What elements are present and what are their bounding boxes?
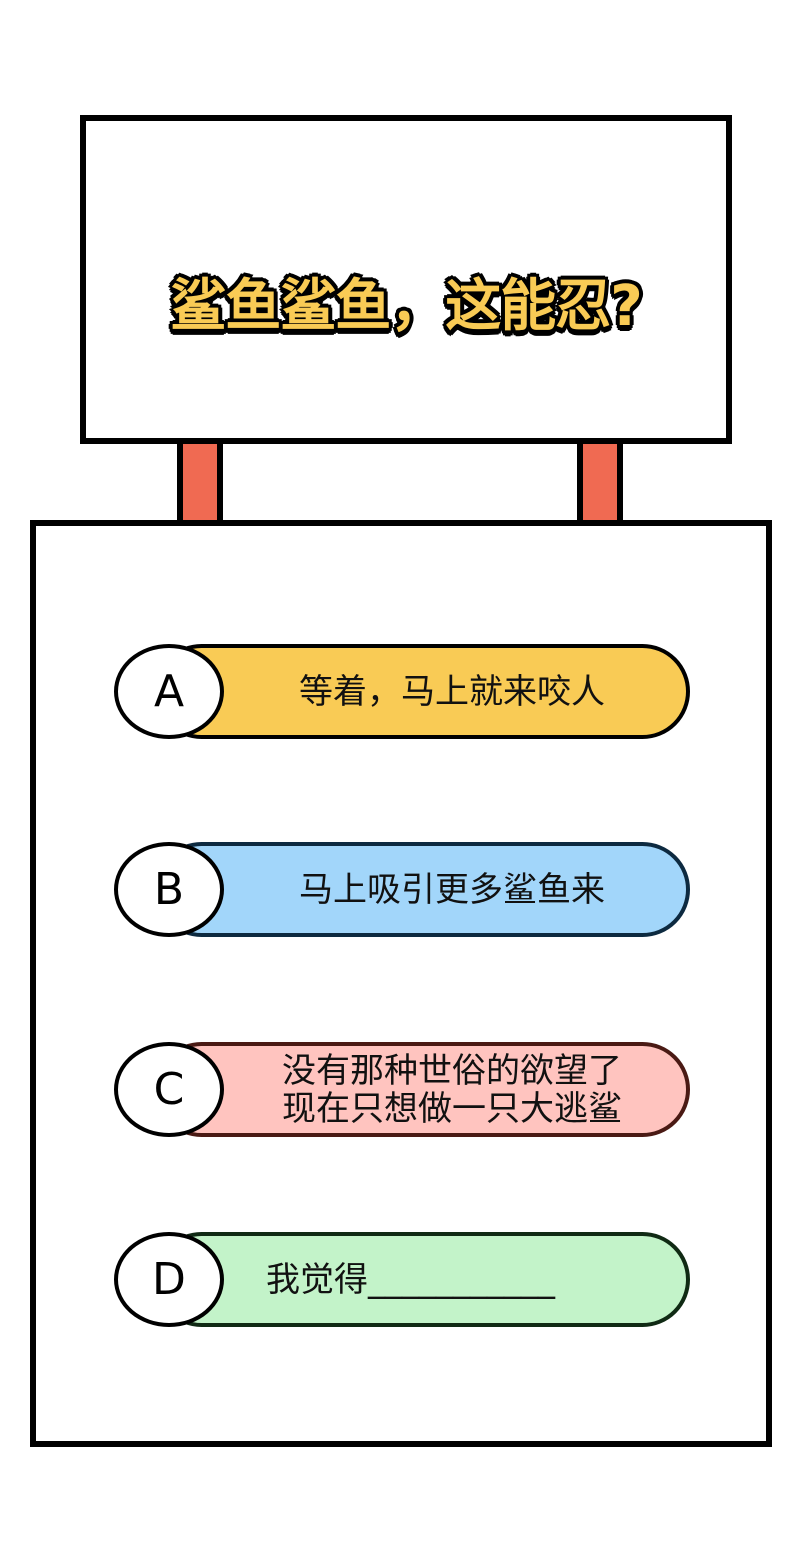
quiz-title: 鲨鱼鲨鱼，这能忍?: [170, 274, 642, 339]
option-b-text: 马上吸引更多鲨鱼来: [244, 842, 660, 937]
option-a-text: 等着，马上就来咬人: [244, 644, 660, 739]
option-b-pill: [154, 842, 690, 937]
option-b[interactable]: B 马上吸引更多鲨鱼来: [114, 842, 690, 937]
right-sign-post: [577, 438, 623, 526]
option-b-letter-badge: B: [114, 842, 224, 937]
title-board: 鲨鱼鲨鱼，这能忍?: [80, 115, 732, 444]
option-a-letter-badge: A: [114, 644, 224, 739]
option-d-text: 我觉得___________: [244, 1232, 660, 1327]
left-sign-post: [177, 438, 223, 526]
option-a-pill: [154, 644, 690, 739]
option-c[interactable]: C 没有那种世俗的欲望了 现在只想做一只大逃鲨: [114, 1042, 690, 1137]
option-d[interactable]: D 我觉得___________: [114, 1232, 690, 1327]
option-c-pill: [154, 1042, 690, 1137]
option-b-line-1: 马上吸引更多鲨鱼来: [299, 869, 605, 910]
option-a[interactable]: A 等着，马上就来咬人: [114, 644, 690, 739]
option-d-pill: [154, 1232, 690, 1327]
option-d-line-1: 我觉得___________: [266, 1259, 555, 1300]
option-a-line-1: 等着，马上就来咬人: [299, 671, 605, 712]
option-c-letter-badge: C: [114, 1042, 224, 1137]
option-d-letter-badge: D: [114, 1232, 224, 1327]
option-c-text: 没有那种世俗的欲望了 现在只想做一只大逃鲨: [244, 1042, 660, 1137]
option-c-line-2: 现在只想做一只大逃鲨: [282, 1088, 622, 1129]
option-c-line-1: 没有那种世俗的欲望了: [282, 1050, 622, 1091]
